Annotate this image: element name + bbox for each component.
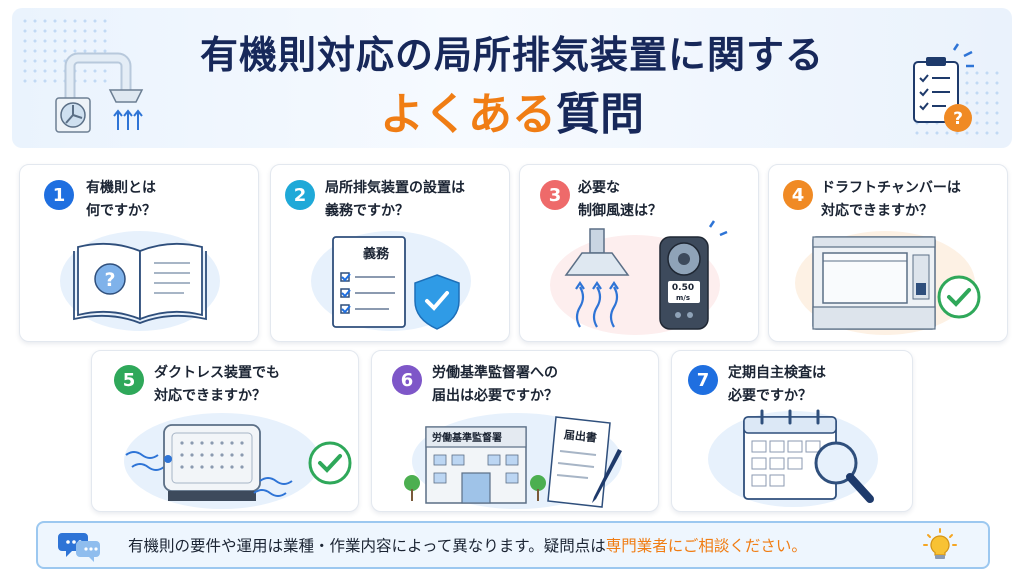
question-text: 労働基準監督署への 届出は必要ですか？ bbox=[432, 365, 558, 404]
subtitle-rest: 質問 bbox=[556, 89, 644, 140]
question-text: 有機則とは 何ですか？ bbox=[86, 180, 156, 219]
form-label: 届出書 bbox=[563, 428, 598, 445]
footer-text-highlight: 専門業者にご相談ください。 bbox=[605, 537, 807, 555]
office-sign: 労働基準監督署 bbox=[432, 433, 502, 444]
faq-card-3[interactable]: 3 必要な 制御風速は？ 0.50 m/s bbox=[519, 164, 759, 342]
footer-text: 有機則の要件や運用は業種・作業内容によって異なります。疑問点は専門業者にご相談く… bbox=[128, 534, 807, 556]
anemometer-value: 0.50 bbox=[671, 283, 695, 293]
faq-card-4[interactable]: 4 ドラフトチャンバーは 対応できますか？ bbox=[768, 164, 1008, 342]
question-text: ダクトレス装置でも 対応できますか？ bbox=[154, 365, 280, 404]
chat-bubbles-icon bbox=[58, 533, 100, 562]
question-number: 5 bbox=[114, 365, 144, 395]
ductless-unit-icon bbox=[125, 424, 352, 501]
question-number: 4 bbox=[783, 180, 813, 210]
subtitle-highlight: よくある bbox=[380, 89, 556, 140]
main-title: 有機則対応の局所排気装置に関する bbox=[199, 33, 824, 77]
book-question-icon: ? bbox=[73, 242, 207, 324]
anemometer-display: 0.50 m/s bbox=[666, 283, 700, 303]
faq-card-2[interactable]: 2 局所排気装置の設置は 義務ですか？ 義務 bbox=[270, 164, 510, 342]
faq-card-5[interactable]: 5 ダクトレス装置でも 対応できますか？ bbox=[91, 350, 359, 512]
lightbulb-icon bbox=[923, 528, 957, 559]
anemometer-unit: m/s bbox=[675, 294, 691, 302]
subtitle: よくある質問 bbox=[0, 78, 1024, 142]
question-number: 1 bbox=[44, 180, 74, 210]
question-text: 局所排気装置の設置は 義務ですか？ bbox=[325, 180, 465, 219]
duct-fan-icon bbox=[55, 52, 144, 133]
question-number: 2 bbox=[285, 180, 315, 210]
svg-text:?: ? bbox=[104, 269, 115, 291]
faq-card-1[interactable]: 1 有機則とは 何ですか？ ? bbox=[19, 164, 259, 342]
question-number: 3 bbox=[540, 180, 570, 210]
footer-text-main: 有機則の要件や運用は業種・作業内容によって異なります。疑問点は bbox=[128, 537, 606, 555]
question-number: 7 bbox=[688, 365, 718, 395]
faq-card-6[interactable]: 6 労働基準監督署への 届出は必要ですか？ 労働基準監督署 届出書 bbox=[371, 350, 659, 512]
svg-text:?: ? bbox=[953, 109, 963, 129]
calendar-magnifier-icon bbox=[743, 409, 874, 503]
clipboard-question-icon: ? bbox=[913, 43, 974, 132]
draft-chamber-icon bbox=[812, 236, 981, 330]
question-text: ドラフトチャンバーは 対応できますか？ bbox=[821, 180, 961, 219]
office-document-icon bbox=[404, 416, 622, 508]
faq-card-7[interactable]: 7 定期自主検査は 必要ですか？ bbox=[671, 350, 913, 512]
obligation-label: 義務 bbox=[363, 247, 390, 262]
question-text: 定期自主検査は 必要ですか？ bbox=[728, 365, 826, 404]
hood-anemometer-icon bbox=[564, 220, 728, 330]
question-number: 6 bbox=[392, 365, 422, 395]
footer-note: 有機則の要件や運用は業種・作業内容によって異なります。疑問点は専門業者にご相談く… bbox=[36, 521, 990, 569]
checklist-shield-icon bbox=[332, 236, 460, 330]
header-banner bbox=[12, 8, 1012, 148]
question-text: 必要な 制御風速は？ bbox=[578, 180, 662, 219]
